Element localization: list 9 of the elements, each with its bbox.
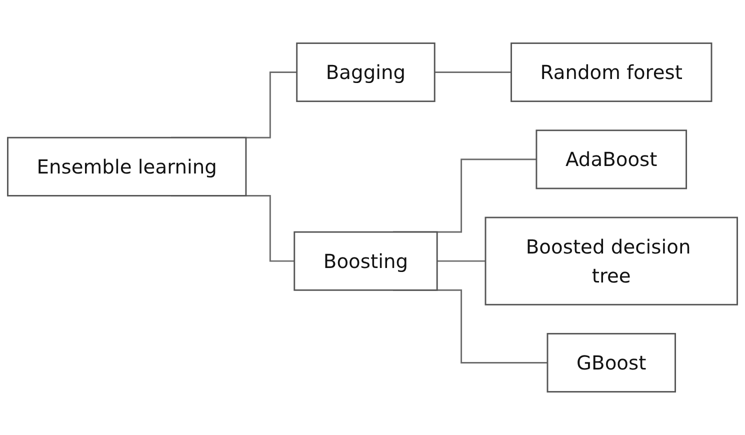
node-box: Boosting bbox=[294, 231, 438, 291]
node-box: Boosted decision tree bbox=[484, 216, 738, 306]
node-box: Bagging bbox=[296, 42, 436, 102]
connector bbox=[434, 72, 512, 73]
node-box: AdaBoost bbox=[536, 130, 688, 190]
connector bbox=[437, 260, 486, 262]
node-box: Random forest bbox=[510, 42, 712, 102]
node-box: Ensemble learning bbox=[7, 136, 247, 196]
node-box: GBoost bbox=[546, 332, 676, 393]
